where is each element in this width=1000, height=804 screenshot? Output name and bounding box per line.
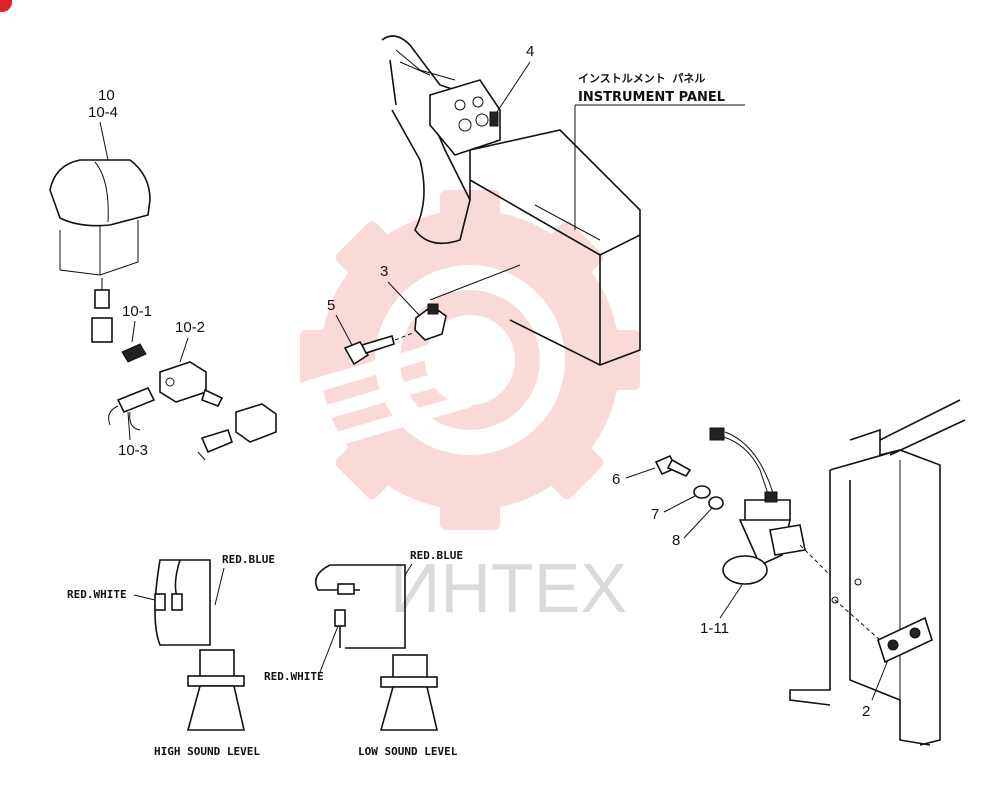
low-red-white-label: RED.WHITE	[264, 670, 324, 683]
part-10-1-switch	[121, 343, 147, 363]
part-6-bolt	[654, 454, 692, 478]
callout-7: 7	[651, 506, 659, 523]
part-3-bracket	[414, 303, 447, 341]
callout-10-2: 10-2	[175, 319, 205, 336]
callout-4: 4	[526, 43, 534, 60]
high-red-blue-label: RED.BLUE	[222, 553, 275, 566]
callout-8: 8	[672, 532, 680, 549]
frame-drawing	[789, 399, 966, 746]
part-10-fitting	[91, 278, 113, 343]
callout-6: 6	[612, 471, 620, 488]
high-sound-level-label: HIGH SOUND LEVEL	[154, 745, 260, 758]
corner-badge	[0, 0, 12, 12]
callout-1-11: 1-11	[700, 620, 729, 637]
part-10-2-block	[159, 361, 277, 461]
instrument-panel-drawing	[381, 35, 745, 366]
watermark-logo	[298, 190, 640, 530]
part-7-washer	[693, 485, 711, 499]
panel-label-en: INSTRUMENT PANEL	[578, 90, 725, 105]
part-10-3-sensor	[108, 386, 156, 431]
part-1-11-horn	[709, 427, 806, 585]
callout-10: 10	[98, 87, 115, 104]
panel-label-jp: インストルメント パネル	[578, 72, 705, 85]
high-red-white-label: RED.WHITE	[67, 588, 127, 601]
low-level-wiring	[314, 564, 439, 731]
part-5-bolt	[343, 334, 395, 366]
part-10-4-cover	[49, 159, 151, 276]
callout-2: 2	[862, 703, 870, 720]
high-level-wiring	[154, 559, 246, 731]
callout-10-3: 10-3	[118, 442, 148, 459]
low-red-blue-label: RED.BLUE	[410, 549, 463, 562]
callout-5: 5	[327, 297, 335, 314]
callout-10-1: 10-1	[122, 303, 152, 320]
callout-3: 3	[380, 263, 388, 280]
part-2-plate	[877, 616, 933, 664]
low-sound-level-label: LOW SOUND LEVEL	[358, 745, 458, 758]
watermark-text: ИНТЕХ	[390, 549, 627, 627]
part-8-washer	[708, 496, 724, 510]
callout-10-4: 10-4	[88, 104, 118, 121]
